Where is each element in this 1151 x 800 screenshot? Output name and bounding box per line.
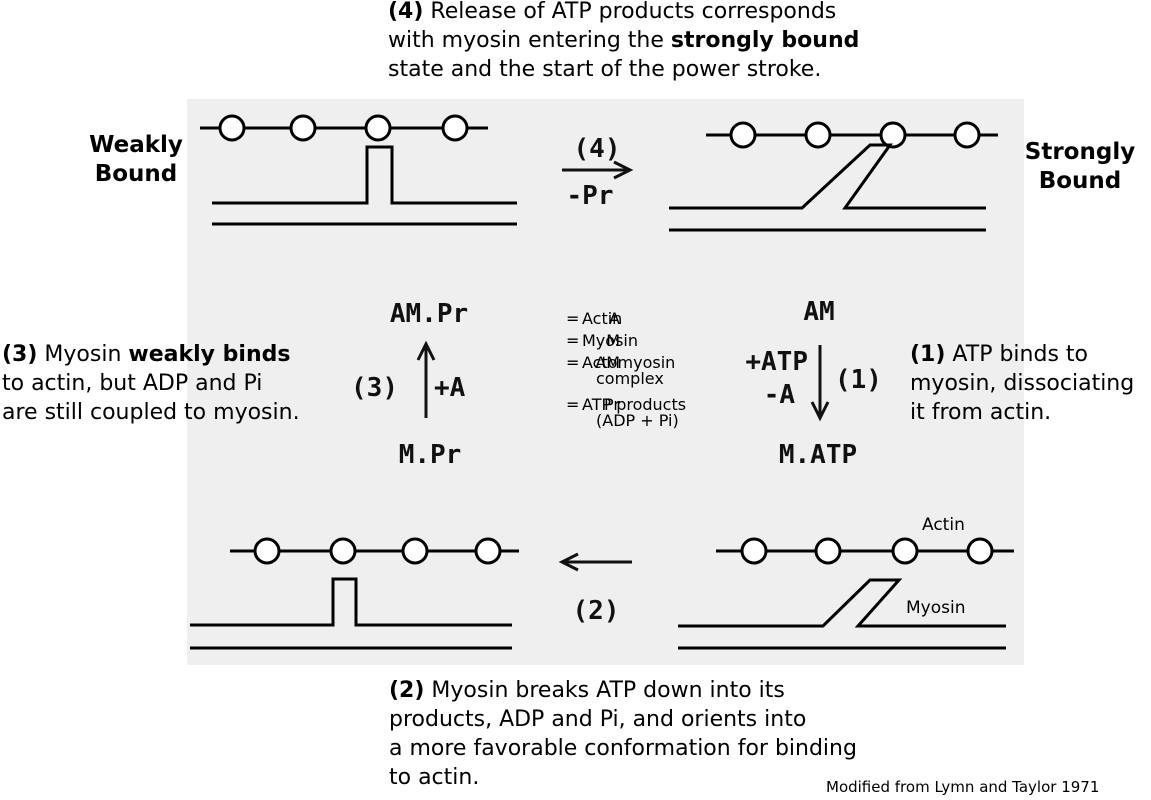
weakly-bound-illustration xyxy=(200,114,517,226)
actin-label: Actin xyxy=(922,515,965,535)
strongly-bound-label: Strongly Bound xyxy=(1024,139,1136,194)
m-pr-state: M.Pr xyxy=(399,440,462,470)
am-state: AM xyxy=(803,297,834,327)
caption-step4: (4) Release of ATP products corresponds … xyxy=(388,0,860,82)
legend-row-actin: A=Actin xyxy=(566,309,623,328)
am-pr-state: AM.Pr xyxy=(390,299,468,329)
step3-label: (3) xyxy=(351,373,398,403)
step3-sublabel: +A xyxy=(434,373,466,403)
caption-step2: (2) Myosin breaks ATP down into its prod… xyxy=(389,678,857,790)
strongly-bound-illustration xyxy=(669,121,998,232)
step1-sublabel-a: -A xyxy=(764,380,796,410)
citation: Modified from Lymn and Taylor 1971 xyxy=(826,778,1100,796)
abbreviation-legend: A=Actin M=Myosin AM=Actomyosin complex P… xyxy=(500,309,730,430)
caption-step3: (3) Myosin weakly binds to actin, but AD… xyxy=(2,342,300,425)
legend-row-actomyosin: AM=Actomyosin complex xyxy=(566,353,676,388)
diagram-panel xyxy=(187,99,1024,665)
detached-reprimed-illustration xyxy=(190,537,519,650)
step1-sublabel-atp: +ATP xyxy=(745,347,808,377)
myosin-label: Myosin xyxy=(906,598,966,618)
weakly-bound-label: Weakly Bound xyxy=(89,132,183,187)
step4-sublabel: -Pr xyxy=(567,181,614,211)
detached-atp-bound-illustration xyxy=(678,537,1014,650)
legend-row-atp-products: Pr=ATP products (ADP + Pi) xyxy=(566,395,687,430)
m-atp-state: M.ATP xyxy=(779,440,857,470)
step4-label: (4) xyxy=(574,134,621,164)
legend-row-myosin: M=Myosin xyxy=(566,331,638,350)
caption-step1: (1) ATP binds to myosin, dissociating it… xyxy=(910,342,1135,425)
step2-label: (2) xyxy=(573,596,620,626)
step1-label: (1) xyxy=(835,365,882,395)
